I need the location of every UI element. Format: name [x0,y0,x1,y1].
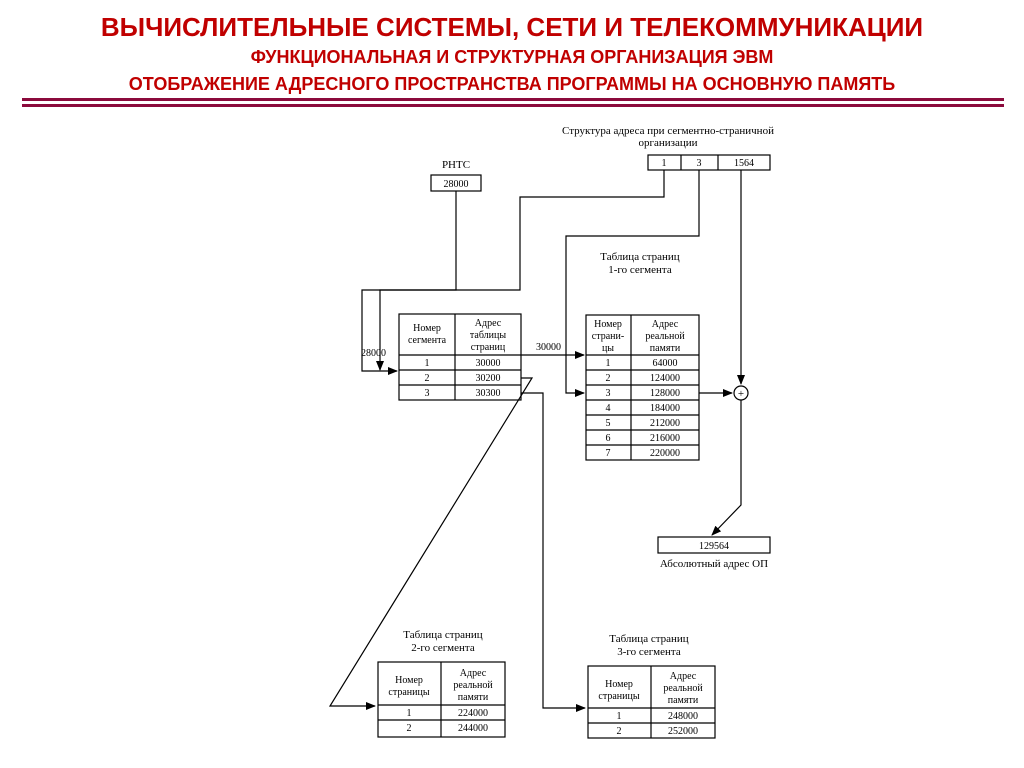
pt3-row-1-number: 1 [617,711,622,722]
address-structure-caption-1: Структура адреса при сегментно-странично… [562,125,774,137]
pt1-row-7-address: 220000 [650,448,680,459]
pt1-row-6-number: 6 [606,433,611,444]
pt2-row-2-number: 2 [407,723,412,734]
pt1-row-1-address: 64000 [653,358,678,369]
pt1-row-3-number: 3 [606,388,611,399]
page-table-2-header-number-1: Номер [395,675,423,686]
segment-table-header-address-1: Адрес [475,318,502,329]
pt1-row-5-address: 212000 [650,418,680,429]
rnts-arrow-label: 28000 [361,348,386,359]
segment-row-2-address: 30200 [476,373,501,384]
address-segment-field: 1 [662,158,667,169]
page-table-3-header-address-2: реальной [663,683,703,694]
page-table-3-title-2: 3-го сегмента [617,646,681,658]
page-table-2-header-address-1: Адрес [460,668,487,679]
segment-table: Номер сегмента Адрес таблицы страниц 1 3… [398,313,522,401]
segment-row-1-address: 30000 [476,358,501,369]
page-table-2-header-address-2: реальной [453,680,493,691]
page-table-2-title-2: 2-го сегмента [411,642,475,654]
page-field-to-page-table-arrow [565,170,700,397]
page-subtitle: ФУНКЦИОНАЛЬНАЯ И СТРУКТУРНАЯ ОРГАНИЗАЦИЯ… [250,47,774,67]
page-table-1: Номер страни- цы Адрес реальной памяти 1… [585,314,700,461]
segment-3-to-page-table-3-arrow [521,392,586,712]
address-page-field: 3 [697,158,702,169]
absolute-address-box [657,536,771,554]
segment-row-3-number: 3 [425,388,430,399]
segment-table-arrow-label: 30000 [536,342,561,353]
segment-row-3-address: 30300 [476,388,501,399]
segment-2-to-page-table-2-arrow [328,377,534,710]
pt1-row-2-address: 124000 [650,373,680,384]
pt1-row-4-address: 184000 [650,403,680,414]
adder-to-absolute-address-arrow [711,400,742,536]
page-table-2-header-number-2: страницы [388,687,429,698]
page-table-1-title-1: Таблица страниц [600,251,680,263]
pt2-row-1-number: 1 [407,708,412,719]
page-table-1-header-number-1: Номер [594,319,622,330]
page-table-1-header-address-2: реальной [645,331,685,342]
page-table-2: Номер страницы Адрес реальной памяти 1 2… [377,661,506,738]
address-structure-box: 1 3 1564 [647,154,771,171]
page-table-1-header-address-1: Адрес [652,319,679,330]
pt1-row-2-number: 2 [606,373,611,384]
page-table-1-title-2: 1-го сегмента [608,264,672,276]
header-rule-bottom [22,104,1004,107]
pt3-row-2-address: 252000 [668,726,698,737]
pt1-row-3-address: 128000 [650,388,680,399]
pt1-row-7-number: 7 [606,448,611,459]
segment-field-to-segment-table-arrow [376,170,665,371]
segment-row-2-number: 2 [425,373,430,384]
page-subtitle-2: ОТОБРАЖЕНИЕ АДРЕСНОГО ПРОСТРАНСТВА ПРОГР… [128,74,896,94]
page-table-1-header-number-3: цы [602,343,614,354]
pt1-row-1-number: 1 [606,358,611,369]
segment-table-header-number-1: Номер [413,323,441,334]
segment-table-header-number-2: сегмента [408,335,447,346]
rnts-label: РНТС [442,159,470,171]
pt1-row-6-address: 216000 [650,433,680,444]
absolute-address-caption: Абсолютный адрес ОП [660,558,768,570]
pt3-row-1-address: 248000 [668,711,698,722]
page-table-3-header-address-1: Адрес [670,671,697,682]
page-table-1-header-address-3: памяти [650,343,681,354]
pt1-row-4-number: 4 [606,403,611,414]
segment-row-1-number: 1 [425,358,430,369]
pt2-row-2-address: 244000 [458,723,488,734]
page-table-3-header-address-3: памяти [668,695,699,706]
page-table-2-title-1: Таблица страниц [403,629,483,641]
pt1-row-5-number: 5 [606,418,611,429]
page-table-3: Номер страницы Адрес реальной памяти 1 2… [587,665,716,739]
pt3-row-2-number: 2 [617,726,622,737]
header-rule-top [22,98,1004,101]
rnts-value: 28000 [444,179,469,190]
page-table-3-header-number-2: страницы [598,691,639,702]
absolute-address-value: 129564 [699,541,729,552]
page-table-2-header-address-3: памяти [458,692,489,703]
page-table-3-title-1: Таблица страниц [609,633,689,645]
segment-table-header-address-2: таблицы [470,330,506,341]
address-structure-caption-2: организации [638,137,697,149]
page-table-3-header-number-1: Номер [605,679,633,690]
pt2-row-1-address: 224000 [458,708,488,719]
adder-symbol: + [738,388,744,400]
page-title: ВЫЧИСЛИТЕЛЬНЫЕ СИСТЕМЫ, СЕТИ И ТЕЛЕКОММУ… [100,12,924,42]
rnts-to-segment-table-arrow [361,191,457,375]
page-table-1-header-number-2: страни- [592,331,624,342]
segment-table-header-address-3: страниц [471,342,506,353]
address-offset-field: 1564 [734,158,754,169]
